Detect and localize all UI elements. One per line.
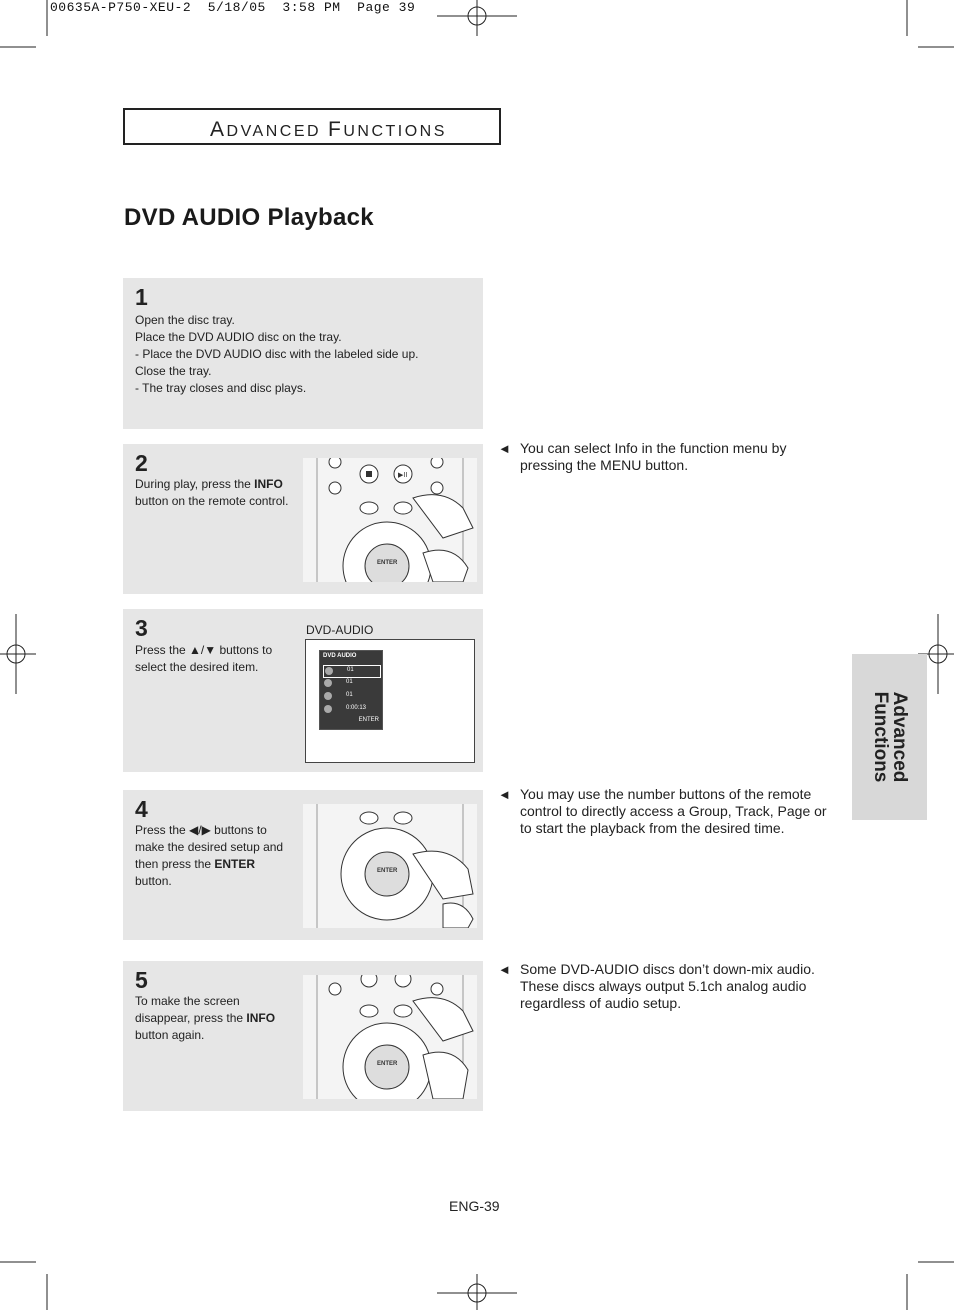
step-line: Place the DVD AUDIO disc on the tray.: [135, 330, 342, 344]
remote-illustration: ENTER: [303, 975, 477, 1099]
remote-control-icon: ENTER: [316, 804, 474, 928]
screen-label: DVD-AUDIO: [306, 623, 374, 637]
step-line: - The tray closes and disc plays.: [135, 381, 307, 395]
info-osd: DVD AUDIO 01 01 01 0:00:13 ENTER: [319, 650, 383, 730]
clock-icon: [324, 705, 332, 713]
section-title-box: [123, 108, 501, 145]
remote-illustration: ▶II ENTER: [303, 458, 477, 582]
step-number: 3: [135, 615, 148, 641]
pointer-arrow-icon: ◄: [498, 962, 511, 977]
side-tab: Advanced Functions: [852, 654, 927, 820]
remote-illustration: ENTER: [303, 804, 477, 928]
step-2: 2 During play, press the INFO button on …: [123, 444, 483, 594]
pointer-arrow-icon: ◄: [498, 787, 511, 802]
note-text: You may use the number buttons of the re…: [520, 786, 827, 836]
step-text: Press the ◀/▶ buttons to make the desire…: [135, 823, 284, 888]
page-icon: [324, 692, 332, 700]
step-line: - Place the DVD AUDIO disc with the labe…: [135, 347, 419, 361]
section-title: ADVANCED FUNCTIONS: [210, 118, 447, 141]
remote-control-icon: ENTER: [316, 975, 474, 1099]
tv-screen: DVD AUDIO 01 01 01 0:00:13 ENTER: [305, 639, 475, 763]
print-header: 00635A-P750-XEU-2 5/18/05 3:58 PM Page 3…: [50, 0, 416, 15]
step-3: 3 Press the ▲/▼ buttons to select the de…: [123, 609, 483, 772]
step-line: Close the tray.: [135, 364, 212, 378]
step-number: 2: [135, 450, 148, 476]
step-text: During play, press the INFO button on th…: [135, 477, 289, 508]
step-text: Open the disc tray. Place the DVD AUDIO …: [135, 312, 475, 397]
track-icon: [324, 679, 332, 687]
osd-row-time: 0:00:13: [323, 704, 379, 715]
step-4: 4 Press the ◀/▶ buttons to make the desi…: [123, 790, 483, 940]
note-step-4: ◄ You may use the number buttons of the …: [498, 786, 828, 837]
side-tab-label: Advanced Functions: [869, 691, 910, 783]
pointer-arrow-icon: ◄: [498, 441, 511, 456]
osd-row-page: 01: [323, 691, 379, 702]
note-step-2: ◄ You can select Info in the function me…: [498, 440, 828, 474]
note-text: Some DVD-AUDIO discs don’t down-mix audi…: [520, 961, 815, 1011]
step-text: Press the ▲/▼ buttons to select the desi…: [135, 643, 273, 674]
step-line: Open the disc tray.: [135, 313, 235, 327]
step-1: 1 Open the disc tray. Place the DVD AUDI…: [123, 278, 483, 429]
step-5: 5 To make the screen disappear, press th…: [123, 961, 483, 1111]
note-step-5: ◄ Some DVD-AUDIO discs don’t down-mix au…: [498, 961, 828, 1012]
step-number: 5: [135, 967, 148, 993]
page-number: ENG-39: [449, 1198, 500, 1214]
group-icon: [325, 667, 333, 675]
svg-text:ENTER: ENTER: [377, 868, 398, 874]
osd-footer: ENTER: [358, 717, 379, 723]
note-text: You can select Info in the function menu…: [520, 440, 787, 473]
osd-row-group: 01: [323, 665, 381, 678]
remote-control-icon: ▶II ENTER: [316, 458, 474, 582]
page-title: DVD AUDIO Playback: [124, 204, 374, 231]
svg-text:ENTER: ENTER: [377, 1061, 398, 1067]
osd-row-track: 01: [323, 678, 379, 689]
osd-header: DVD AUDIO: [323, 653, 357, 659]
enter-label: ENTER: [377, 560, 398, 566]
svg-text:▶II: ▶II: [398, 472, 407, 479]
step-text: To make the screen disappear, press the …: [135, 994, 276, 1042]
step-number: 4: [135, 796, 148, 822]
step-number: 1: [135, 284, 148, 310]
